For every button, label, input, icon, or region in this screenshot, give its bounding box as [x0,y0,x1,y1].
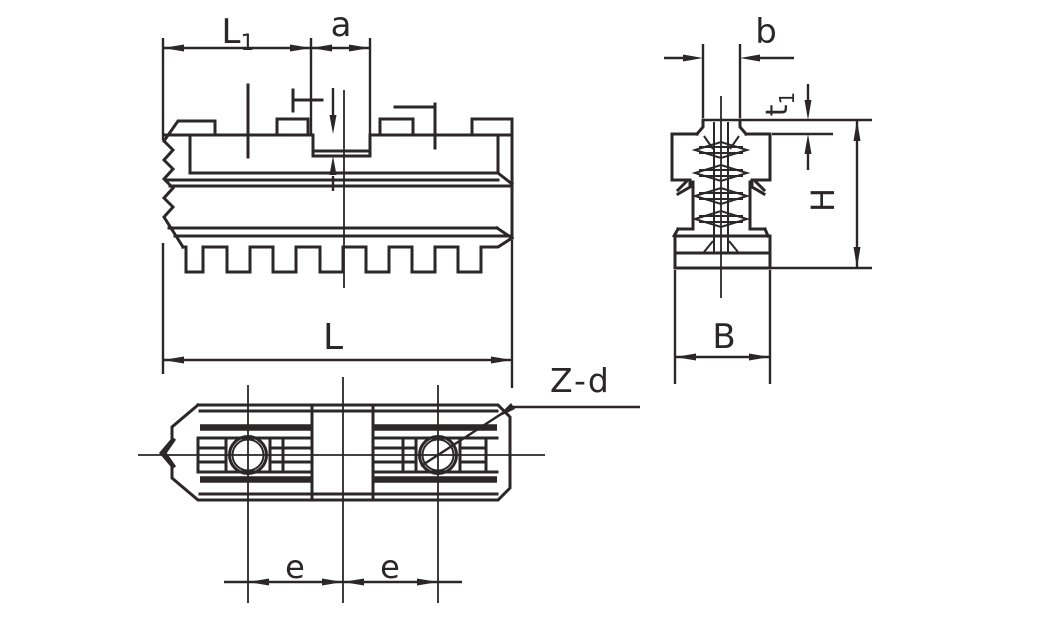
arrowhead-left2-icon [343,578,364,586]
arrowhead-down-icon [853,247,861,268]
front-view: L1 a L [161,5,515,388]
arrowhead-left-icon [248,578,269,586]
arrowhead-left-icon [163,356,184,364]
front-view-serration-marks [246,83,437,159]
arrowhead-left-icon [311,44,332,52]
dim-label-t1: t1 [760,92,799,117]
arrowhead-left-icon [163,44,184,52]
dimension-a: a [311,5,372,136]
dim-label-H: H [804,188,842,212]
arrowhead-right2-icon [417,578,438,586]
dimension-t1: t1 [703,84,872,170]
dimension-t1-lines [703,84,872,170]
plan-view-outline [159,402,512,502]
dim-label-b: b [755,12,777,52]
arrowhead-right-icon [349,44,370,52]
dimension-b: b [664,12,794,118]
arrowhead-right-icon [290,44,311,52]
dimension-L: L [161,240,514,388]
arrowhead-down-icon [804,100,812,120]
arrowhead-right-icon [749,353,770,361]
arrowhead-up-icon [804,134,812,154]
dimension-L1-lines [161,38,313,140]
dim-label-L1: L1 [222,12,255,56]
dim-label-L: L [323,317,343,358]
dimension-L-lines [161,240,514,388]
dim-label-a: a [331,5,352,45]
dimension-B: B [673,270,772,384]
dimension-e: e e [224,548,462,586]
dimension-H: H [770,120,872,270]
arrowhead-left-icon [675,353,696,361]
arrowhead-right-icon [683,54,703,62]
dimension-L1: L1 [161,12,313,140]
plan-view-guide-bands [200,424,497,483]
arrowhead-up-icon [853,120,861,141]
plan-view-centerlines [138,377,545,603]
dim-label-Zd: Z-d [550,361,611,400]
dimension-H-lines [770,120,872,270]
side-view-outline [670,118,772,270]
arrowhead-left-icon [740,54,760,62]
arrowhead-leader-icon [496,403,515,418]
plan-view: e e Z-d [138,361,640,603]
dim-label-e-left: e [285,548,305,586]
dimension-notch-depth [329,88,337,191]
arrowhead-up-icon [329,156,337,175]
hole-callout-Zd: Z-d [420,361,640,468]
dimension-b-lines [664,44,794,118]
arrowhead-down-icon [329,115,337,134]
arrowhead-right-icon [491,356,512,364]
arrowhead-right-icon [322,578,343,586]
dim-label-e-right: e [380,548,400,586]
dim-label-B: B [712,317,735,357]
side-view: b t1 H B [664,12,872,384]
